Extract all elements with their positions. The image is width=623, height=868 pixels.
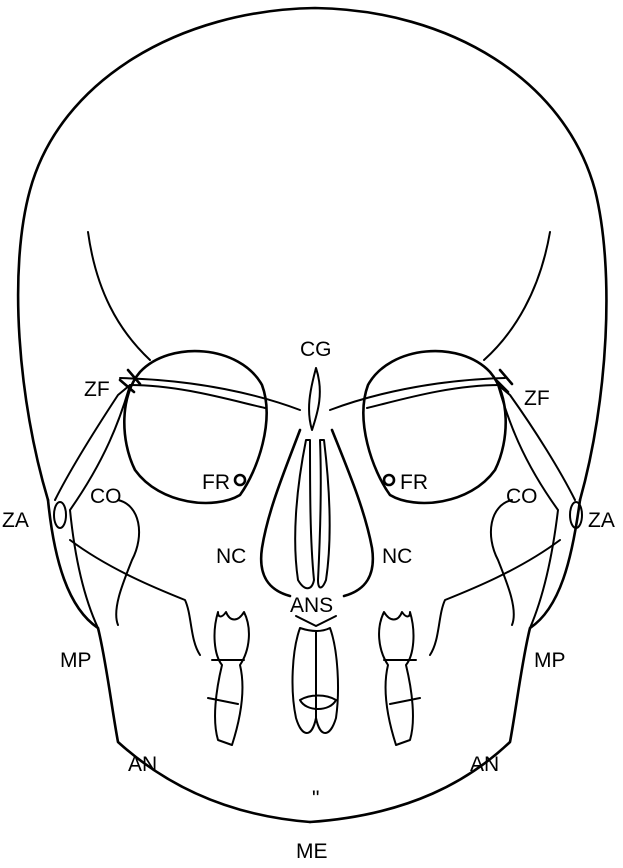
teeth-incisors: [293, 628, 338, 733]
label-fr-left: FR: [202, 471, 230, 494]
label-an-left: AN: [128, 753, 157, 776]
orbit-roof-right: [367, 385, 500, 408]
fr-right-foramen: [384, 475, 394, 485]
temporal-line-right: [484, 232, 550, 360]
teeth-right: [379, 612, 420, 745]
label-me: ME: [296, 840, 328, 863]
za-left-marker: [54, 502, 66, 528]
nasal-cavity: [261, 430, 373, 596]
ans-spine: [296, 616, 336, 626]
orbit-roof-left: [130, 385, 265, 408]
label-cg: CG: [300, 338, 332, 361]
teeth-left: [208, 612, 249, 745]
temporal-line-left: [88, 232, 150, 360]
nasal-septum: [295, 440, 329, 588]
fr-left-foramen: [235, 475, 245, 485]
label-zf-right: ZF: [524, 387, 550, 410]
label-mp-right: MP: [534, 649, 566, 672]
label-nc-left: NC: [216, 545, 246, 568]
label-co-right: CO: [506, 485, 538, 508]
label-mark: ": [312, 787, 319, 810]
label-za-left: ZA: [2, 509, 29, 532]
label-an-right: AN: [470, 753, 499, 776]
label-nc-right: NC: [382, 545, 412, 568]
label-fr-right: FR: [400, 471, 428, 494]
maxilla-left: [70, 540, 200, 655]
crista-galli: [309, 368, 320, 430]
label-mp-left: MP: [60, 649, 92, 672]
label-ans: ANS: [290, 594, 333, 617]
label-za-right: ZA: [588, 509, 615, 532]
coronoid-left: [116, 500, 139, 625]
coronoid-right: [491, 500, 514, 625]
label-co-left: CO: [90, 485, 122, 508]
label-zf-left: ZF: [84, 378, 110, 401]
